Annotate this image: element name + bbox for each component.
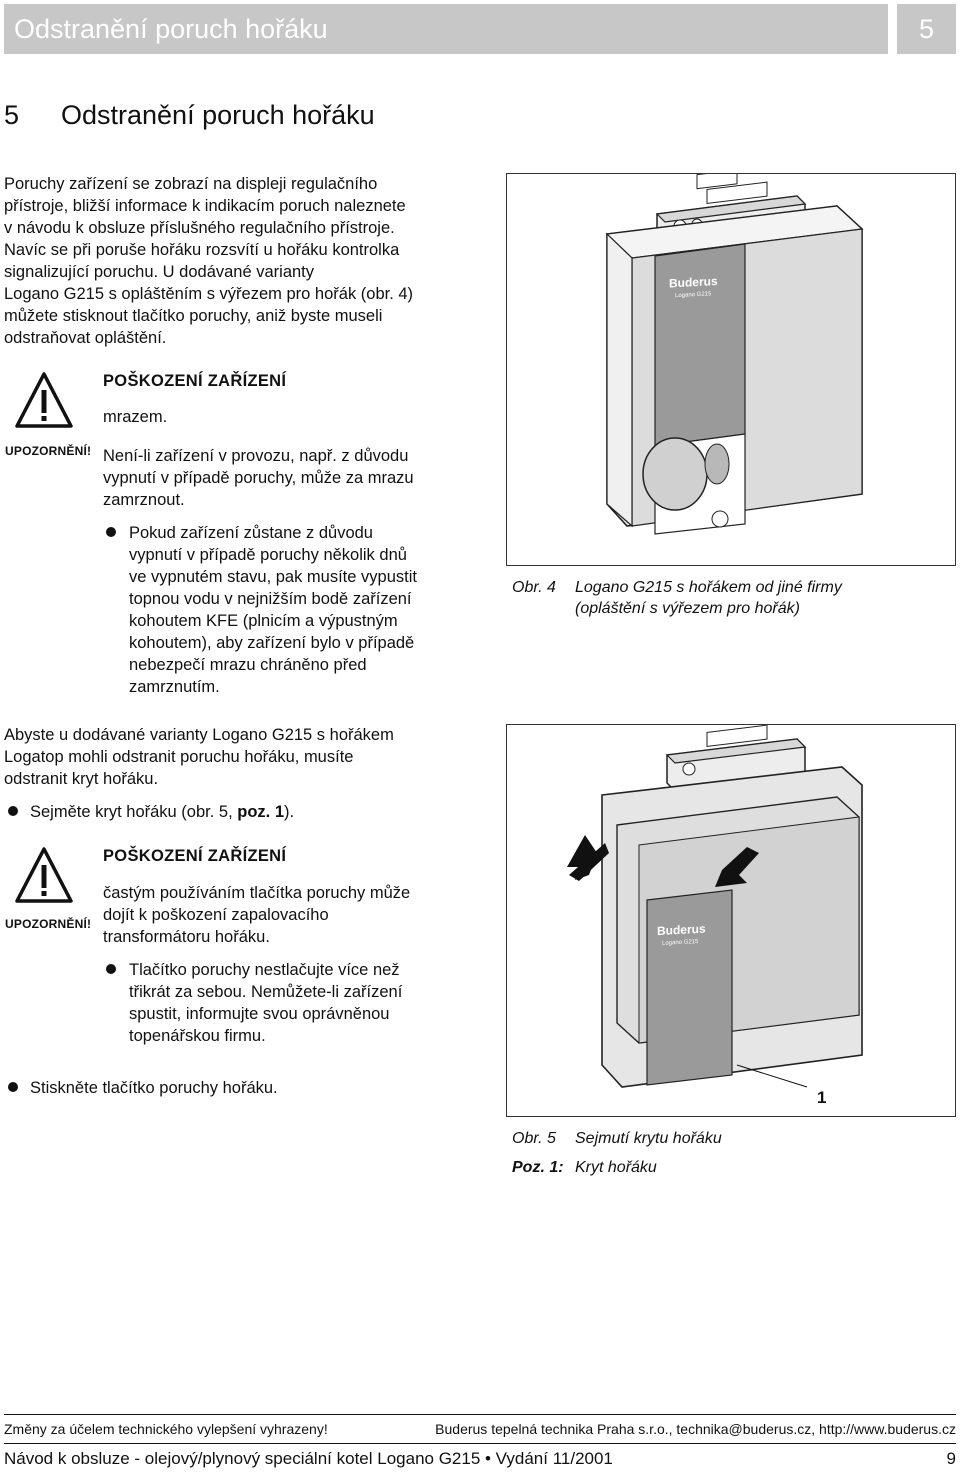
footer-rule [4, 1414, 956, 1415]
warning-text-line: Není-li zařízení v provozu, např. z důvo… [103, 447, 409, 465]
figure-5-position-label: Poz. 1: [512, 1159, 564, 1176]
footer-contact: Buderus tepelná technika Praha s.r.o., t… [435, 1421, 956, 1437]
figure-4-label: Obr. 4 [512, 579, 556, 596]
bullet-line: topnou vodu v nejnižším bodě zařízení [129, 590, 412, 608]
bullet-line: Pokud zařízení zůstane z důvodu [129, 524, 373, 542]
warning-triangle-icon [15, 372, 73, 428]
intro-line: můžete stisknout tlačítko poruchy, aniž … [4, 307, 383, 325]
paragraph-line: odstranit kryt hořáku. [4, 770, 159, 788]
page-header-bar: Odstranění poruch hořáku [4, 4, 888, 54]
brand-text: Buderus [669, 274, 718, 291]
model-text: Logano G215 [662, 939, 699, 947]
page-number: 9 [946, 1449, 956, 1468]
figure-5-label: Obr. 5 [512, 1130, 556, 1147]
bullet-line: vypnutí v případě poruchy několik dnů [129, 546, 407, 564]
warning-text-line: zamrznout. [103, 491, 185, 509]
bullet-icon [106, 527, 116, 537]
bullet-icon [8, 1082, 18, 1092]
intro-paragraph: Poruchy zařízení se zobrazí na displeji … [4, 173, 484, 349]
footer-document-title: Návod k obsluze - olejový/plynový speciá… [4, 1449, 613, 1468]
bullet-line: kohoutem KFE (plnicím a výpustným [129, 612, 398, 630]
bullet-icon [106, 964, 116, 974]
page-header-title: Odstranění poruch hořáku [14, 14, 328, 44]
section-title: Odstranění poruch hořáku [61, 100, 375, 130]
figure-4-caption: Logano G215 s hořákem od jiné firmy (opl… [575, 579, 842, 617]
figure-5-box: Buderus Logano G215 [506, 724, 956, 1117]
page-header-chapter: 5 [897, 4, 956, 54]
warning-text: Není-li zařízení v provozu, např. z důvo… [103, 445, 483, 511]
callout-number: 1 [817, 1088, 827, 1107]
footer-disclaimer: Změny za účelem technického vylepšení vy… [4, 1421, 328, 1437]
intro-line: Poruchy zařízení se zobrazí na displeji … [4, 175, 378, 193]
bullet-line: ve vypnutém stavu, pak musíte vypustit [129, 568, 417, 586]
brand-text: Buderus [657, 922, 706, 939]
warning-text-line: častým používáním tlačítka poruchy může [103, 884, 411, 902]
step-press-reset: Stiskněte tlačítko poruchy hořáku. [30, 1079, 278, 1097]
model-text: Logano G215 [675, 291, 712, 299]
bullet-line: Tlačítko poruchy nestlačujte více než [129, 961, 400, 979]
warning-label: UPOZORNĚNÍ! [5, 444, 92, 458]
bullet-line: spustit, informujte svou oprávněnou [129, 1005, 390, 1023]
figure-4-box: Buderus Logano G215 [506, 169, 956, 566]
boiler-illustration: Buderus Logano G215 [605, 169, 864, 535]
intro-line: Navíc se při poruše hořáku rozsvítí u ho… [4, 241, 400, 259]
intro-line: přístroje, bližší informace k indikacím … [4, 197, 406, 215]
warning-text-line: dojít k poškození zapalovacího [103, 906, 329, 924]
warning-text-line: transformátoru hořáku. [103, 928, 270, 946]
section-number: 5 [4, 100, 20, 130]
bullet-line: topenářskou firmu. [129, 1027, 266, 1045]
warning-label: UPOZORNĚNÍ! [5, 917, 92, 931]
warning-triangle-icon [15, 847, 73, 903]
section-heading: 5 Odstranění poruch hořáku [4, 100, 375, 131]
paragraph-remove-cover: Abyste u dodávané varianty Logano G215 s… [4, 724, 484, 790]
warning-text: častým používáním tlačítka poruchy může … [103, 882, 483, 948]
warning-line: mrazem. [103, 408, 168, 426]
boiler-cover-removal-illustration: Buderus Logano G215 [567, 724, 863, 1088]
intro-line: odstraňovat opláštění. [4, 329, 167, 347]
warning-title: POŠKOZENÍ ZAŘÍZENÍ [103, 372, 287, 390]
page-header-number: 5 [918, 14, 935, 44]
bullet-line: kohoutem), aby zařízení bylo v případě [129, 634, 415, 652]
footer-rule [4, 1443, 956, 1444]
intro-line: Logano G215 s opláštěním s výřezem pro h… [4, 285, 414, 303]
bullet-line: zamrznutím. [129, 678, 220, 696]
bullet-icon [8, 806, 18, 816]
intro-line: signalizující poruchu. U dodávané varian… [4, 263, 315, 281]
paragraph-line: Abyste u dodávané varianty Logano G215 s… [4, 726, 394, 744]
intro-line: v návodu k obsluze příslušného regulační… [4, 219, 395, 237]
figure-5-position-text: Kryt hořáku [575, 1159, 657, 1176]
bullet-line: nebezpečí mrazu chráněno před [129, 656, 367, 674]
bullet-line: třikrát za sebou. Nemůžete-li zařízení [129, 983, 403, 1001]
warning-text-line: vypnutí v případě poruchy, může za mrazu [103, 469, 414, 487]
warning-bullet-text: Pokud zařízení zůstane z důvodu vypnutí … [129, 522, 489, 698]
warning-title: POŠKOZENÍ ZAŘÍZENÍ [103, 847, 287, 865]
figure-5-caption: Sejmutí krytu hořáku [575, 1130, 722, 1147]
paragraph-line: Logatop mohli odstranit poruchu hořáku, … [4, 748, 354, 766]
step-remove-cover: Sejměte kryt hořáku (obr. 5, poz. 1). [30, 803, 295, 821]
warning-bullet-text: Tlačítko poruchy nestlačujte více než tř… [129, 959, 489, 1047]
